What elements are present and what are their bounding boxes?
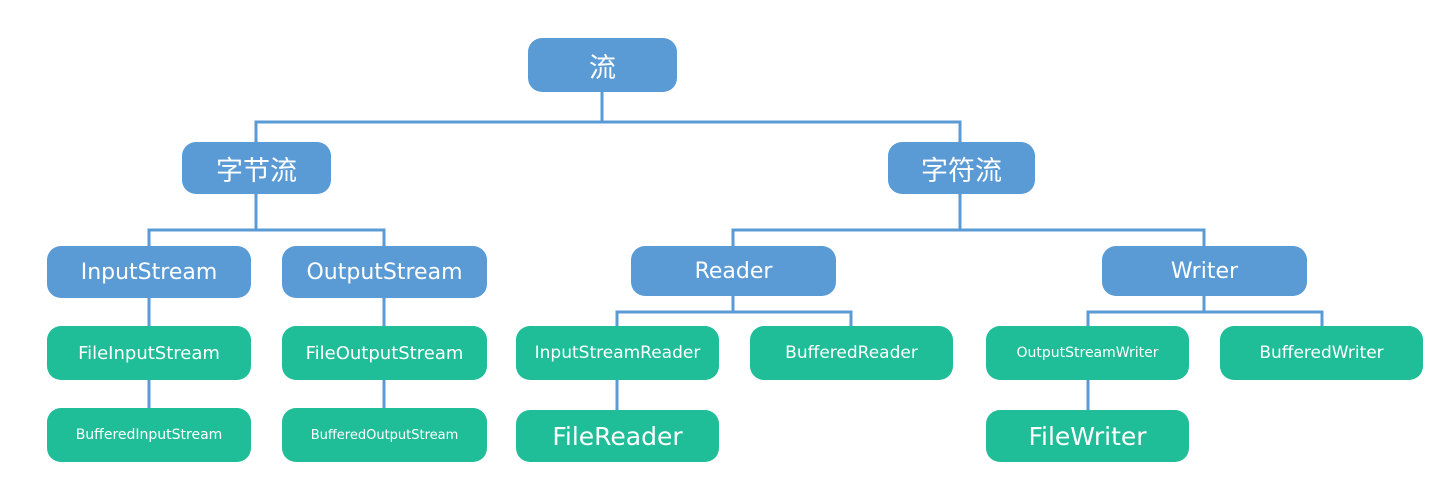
node-root: 流 bbox=[528, 38, 677, 92]
node-byte-stream: 字节流 bbox=[182, 142, 331, 194]
edge-byte-to-io bbox=[147, 228, 386, 248]
node-char-stream: 字符流 bbox=[888, 142, 1035, 194]
node-outputstreamwriter: OutputStreamWriter bbox=[986, 326, 1189, 380]
node-reader: Reader bbox=[631, 246, 836, 296]
edge-char-to-rw bbox=[731, 228, 1206, 246]
edge-reader-to-children bbox=[615, 310, 853, 326]
node-bufferedinputstream: BufferedInputStream bbox=[47, 408, 251, 462]
node-filereader: FileReader bbox=[516, 410, 719, 462]
node-outputstream: OutputStream bbox=[282, 246, 487, 298]
node-bufferedwriter: BufferedWriter bbox=[1220, 326, 1423, 380]
node-inputstreamreader: InputStreamReader bbox=[516, 326, 719, 380]
edge-writer-to-children bbox=[1086, 310, 1324, 326]
node-writer: Writer bbox=[1102, 246, 1307, 296]
node-filewriter: FileWriter bbox=[986, 410, 1189, 462]
node-inputstream: InputStream bbox=[47, 246, 251, 298]
node-bufferedreader: BufferedReader bbox=[750, 326, 953, 380]
edge-root-to-categories bbox=[254, 120, 962, 146]
node-bufferedoutputstream: BufferedOutputStream bbox=[282, 408, 487, 462]
node-fileoutputstream: FileOutputStream bbox=[282, 326, 487, 380]
node-fileinputstream: FileInputStream bbox=[47, 326, 251, 380]
